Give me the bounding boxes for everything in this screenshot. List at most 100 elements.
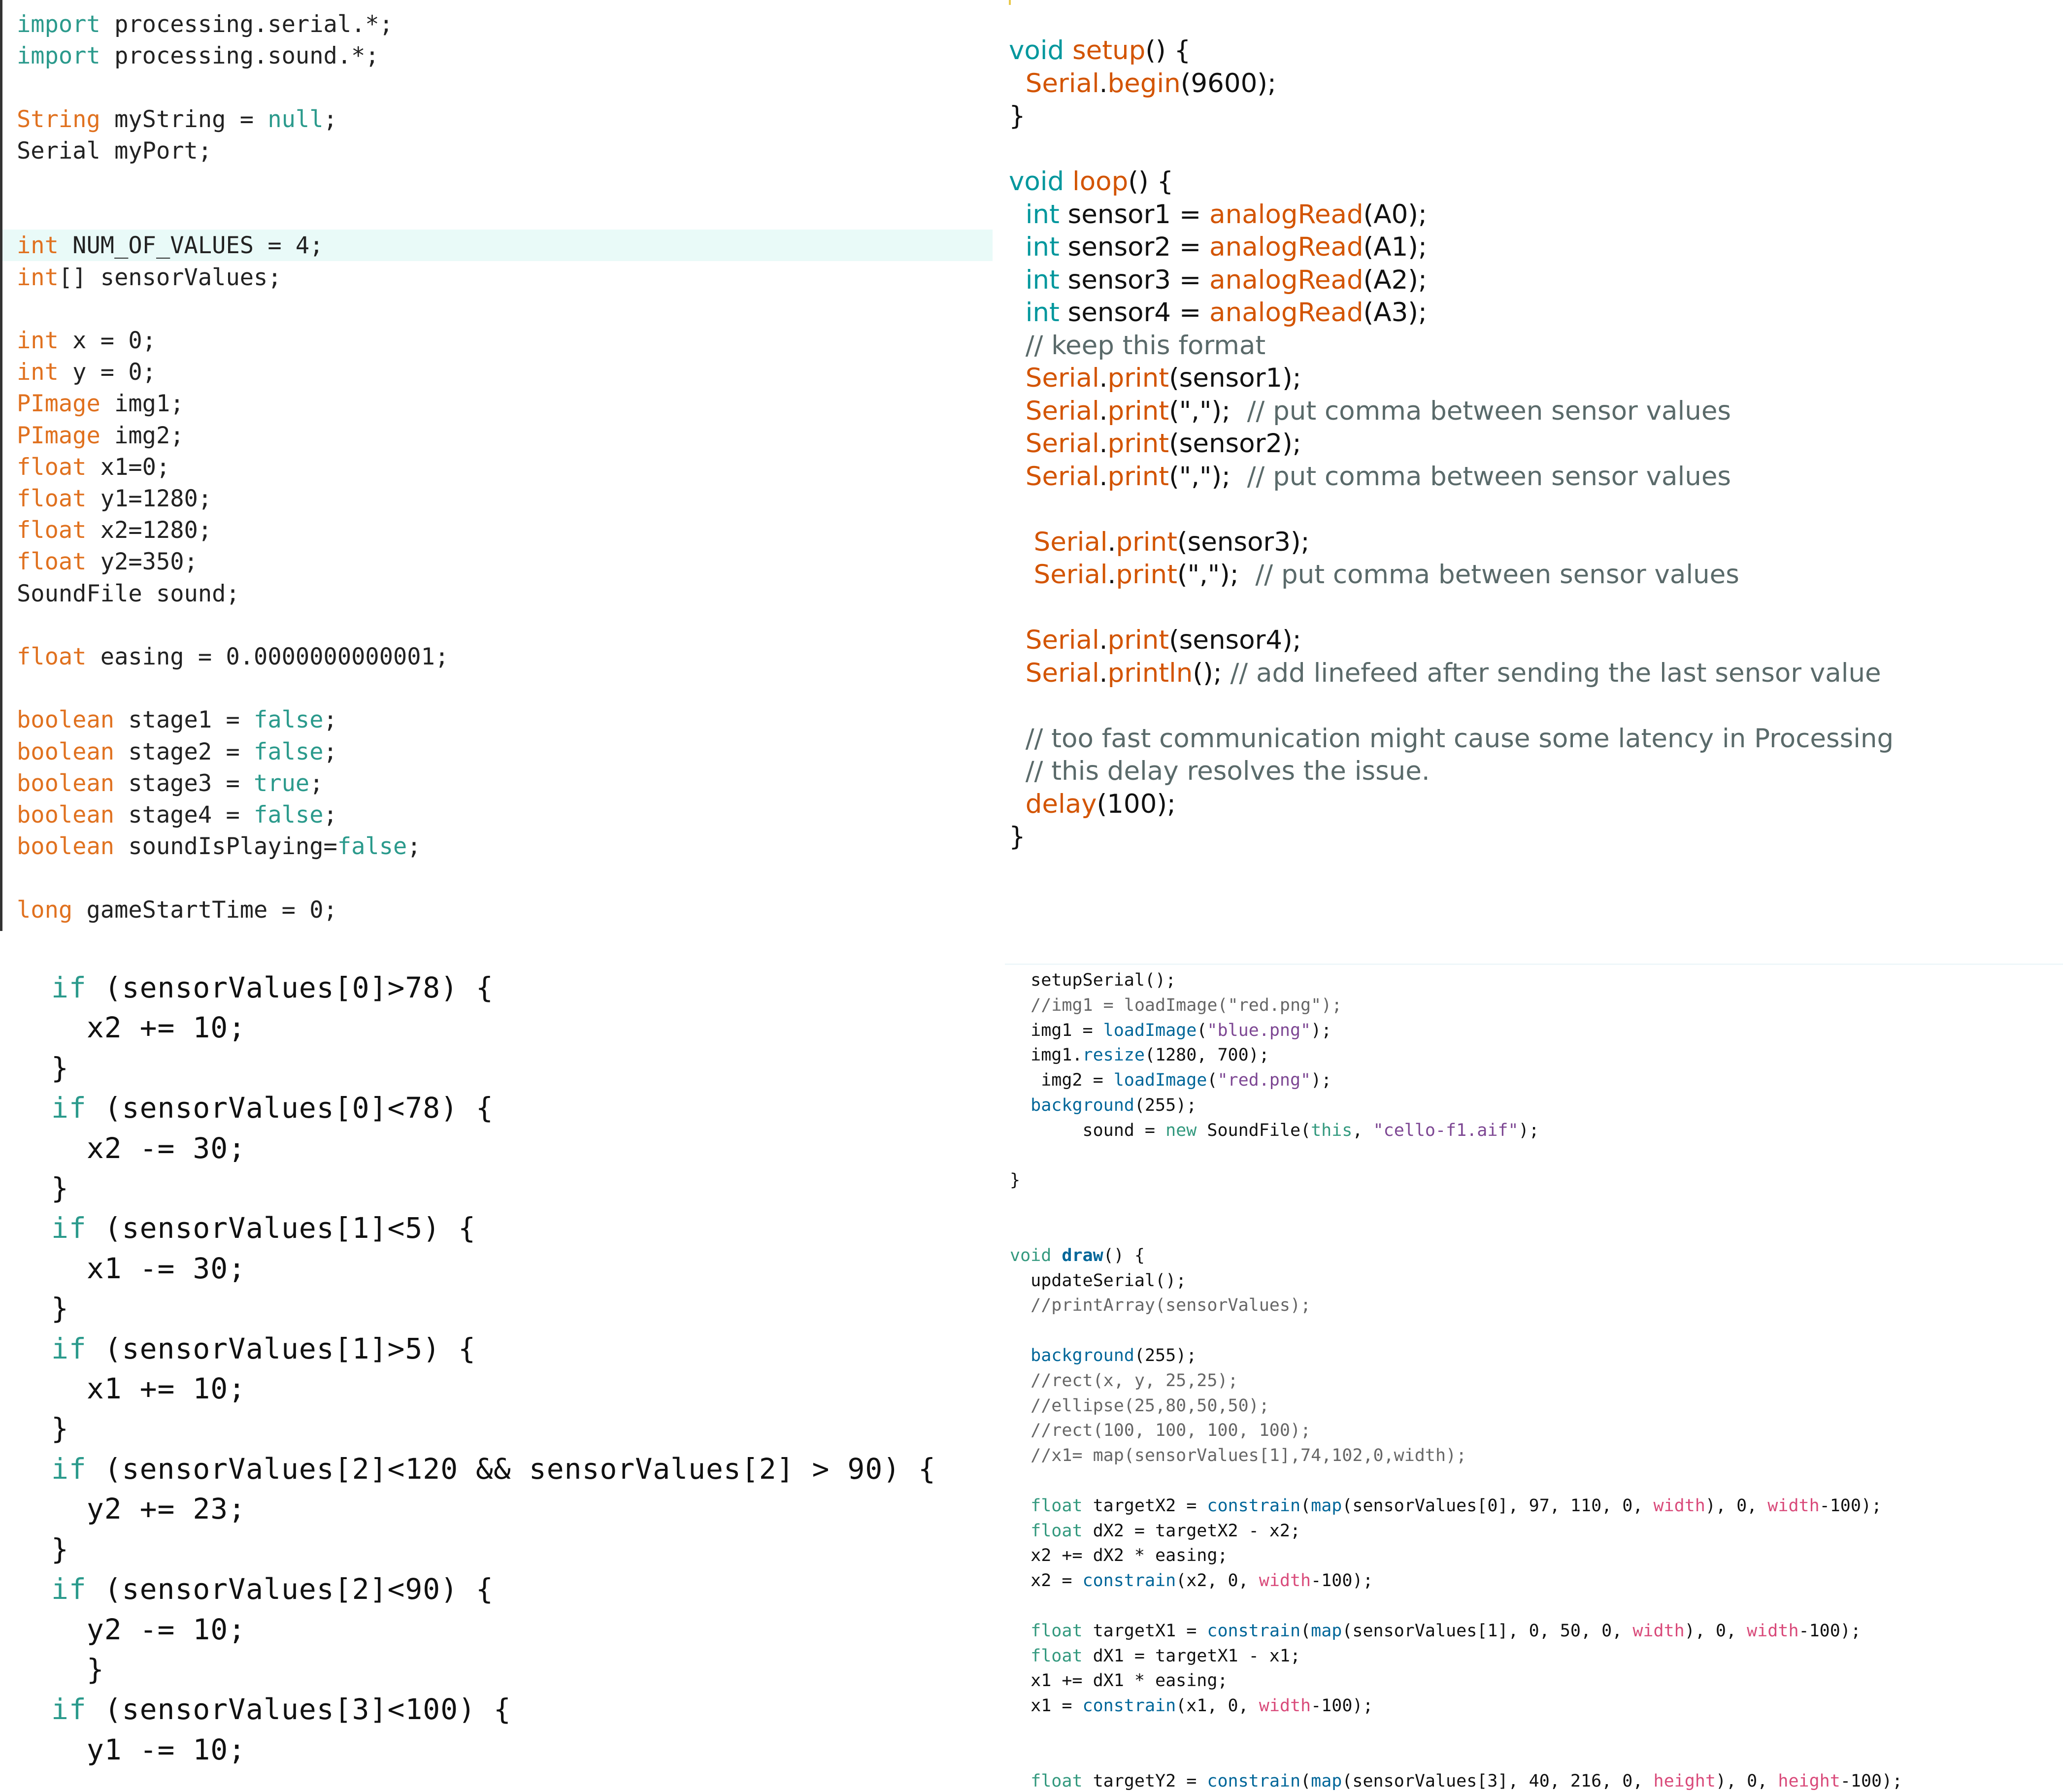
code-token: background: [1031, 1345, 1134, 1365]
code-line: Serial.print(sensor2);: [1009, 428, 1894, 461]
code-line: x1 += 10;: [51, 1369, 936, 1409]
code-token: ;: [323, 105, 337, 133]
code-token: Serial: [1025, 461, 1099, 492]
code-line: Serial.print(","); // put comma between …: [1009, 559, 1894, 592]
code-line: [17, 673, 449, 704]
code-token: (9600);: [1180, 68, 1276, 99]
code-token: x2 += dX2 * easing;: [1010, 1546, 1228, 1566]
code-token: [1051, 1246, 1062, 1265]
code-line: Serial myPort;: [17, 135, 449, 167]
code-line: [1010, 1744, 1902, 1769]
code-token: ,: [1352, 1120, 1373, 1140]
code-token: analogRead: [1209, 265, 1364, 295]
code-line: [1009, 690, 1894, 723]
setup-draw-panel: setupSerial(); //img1 = loadImage("red.p…: [1005, 958, 2063, 1792]
code-line: if (sensorValues[1]<5) {: [51, 1208, 936, 1248]
code-token: [1009, 298, 1026, 328]
code-token: [1010, 1621, 1031, 1641]
code-token: print: [1107, 429, 1169, 459]
code-line: img1.resize(1280, 700);: [1010, 1043, 1902, 1068]
code-token: boolean: [17, 833, 115, 861]
code-token: if: [51, 1452, 87, 1486]
code-token: (sensor3);: [1177, 527, 1310, 557]
code-editor[interactable]: import processing.serial.*;import proces…: [17, 9, 449, 926]
code-token: Serial: [1025, 68, 1099, 99]
code-line: void setup() {: [1009, 34, 1894, 67]
code-line: Serial.println(); // add linefeed after …: [1009, 657, 1894, 690]
code-token: x1 += dX1 * easing;: [1010, 1671, 1228, 1691]
code-token: [1009, 658, 1026, 688]
code-token: stage1 =: [114, 706, 254, 734]
code-token: PImage: [17, 422, 100, 449]
code-token: constrain: [1207, 1771, 1301, 1791]
code-token: [1009, 232, 1026, 262]
code-token: width: [1747, 1621, 1799, 1641]
code-token: width: [1767, 1495, 1820, 1516]
code-line: [1010, 1593, 1902, 1619]
code-token: gameStartTime = 0;: [72, 896, 337, 924]
code-token: PImage: [17, 390, 100, 418]
code-line: if (sensorValues[2]<90) {: [51, 1569, 936, 1609]
code-line: if (sensorValues[2]<120 && sensorValues[…: [51, 1449, 936, 1489]
code-token: [1010, 1646, 1031, 1666]
code-token: stage4 =: [114, 801, 254, 829]
code-token: .: [1099, 625, 1108, 655]
code-editor[interactable]: if (sensorValues[0]>78) { x2 += 10;}if (…: [51, 968, 936, 1770]
code-line: [17, 167, 449, 199]
code-token: .: [1107, 560, 1116, 590]
code-line: img2 = loadImage("red.png");: [1010, 1068, 1902, 1093]
code-line: }: [51, 1529, 936, 1569]
code-token: }: [51, 1051, 69, 1085]
code-token: (: [1197, 1020, 1207, 1040]
code-token: constrain: [1082, 1696, 1176, 1716]
code-line: img1 = loadImage("blue.png");: [1010, 1018, 1902, 1043]
code-line: int y = 0;: [17, 357, 449, 388]
code-line: x1 += dX1 * easing;: [1010, 1668, 1902, 1693]
code-line: Serial.print(sensor3);: [1009, 526, 1894, 559]
code-token: img2 =: [1010, 1070, 1114, 1091]
code-token: (",");: [1177, 560, 1256, 590]
code-editor[interactable]: setupSerial(); //img1 = loadImage("red.p…: [1010, 968, 1902, 1792]
code-token: (sensorValues[0], 97, 110, 0,: [1342, 1495, 1654, 1516]
code-token: (: [1300, 1621, 1311, 1641]
code-token: ), 0,: [1684, 1621, 1747, 1641]
code-token: [1009, 429, 1026, 459]
code-token: dX1 = targetX1 - x1;: [1082, 1646, 1301, 1666]
code-line: }: [1010, 1168, 1902, 1193]
code-token: stage2 =: [114, 738, 254, 765]
code-token: }: [1009, 101, 1026, 131]
code-token: loadImage: [1113, 1070, 1207, 1091]
code-token: y = 0;: [58, 359, 156, 386]
code-line: Serial.print(sensor1);: [1009, 362, 1894, 395]
code-token: (255);: [1134, 1345, 1197, 1365]
code-token: float: [17, 548, 87, 576]
code-editor[interactable]: void setup() { Serial.begin(9600);} void…: [1009, 34, 1894, 854]
code-token: (255);: [1134, 1095, 1197, 1115]
code-token: img1.: [1010, 1045, 1083, 1065]
code-token: void: [1010, 1245, 1052, 1265]
code-token: //ellipse(25,80,50,50);: [1010, 1395, 1269, 1416]
code-token: (: [1207, 1070, 1218, 1091]
code-token: // keep this format: [1009, 330, 1266, 361]
code-token: stage3 =: [114, 769, 254, 797]
code-token: (x1, 0,: [1176, 1696, 1259, 1716]
code-token: [1010, 1346, 1031, 1365]
code-token: "blue.png": [1207, 1020, 1311, 1040]
code-line: if (sensorValues[0]>78) {: [51, 968, 936, 1008]
code-token: float: [1031, 1771, 1083, 1791]
code-line: //ellipse(25,80,50,50);: [1010, 1394, 1902, 1419]
code-token: [1009, 265, 1026, 295]
code-token: false: [254, 738, 324, 765]
code-line: int sensor4 = analogRead(A3);: [1009, 297, 1894, 330]
code-line: boolean stage3 = true;: [17, 768, 449, 799]
code-token: if: [51, 1692, 87, 1726]
code-token: println: [1107, 658, 1193, 688]
code-token: int: [1025, 298, 1060, 328]
code-token: long: [17, 896, 73, 924]
code-token: y2=350;: [86, 548, 198, 576]
code-line: Serial.print(sensor4);: [1009, 624, 1894, 657]
code-token: (A2);: [1363, 265, 1427, 295]
code-token: (sensorValues[3]<100) {: [86, 1692, 511, 1726]
code-token: x2 =: [1010, 1571, 1083, 1591]
code-token: updateSerial();: [1010, 1270, 1187, 1291]
